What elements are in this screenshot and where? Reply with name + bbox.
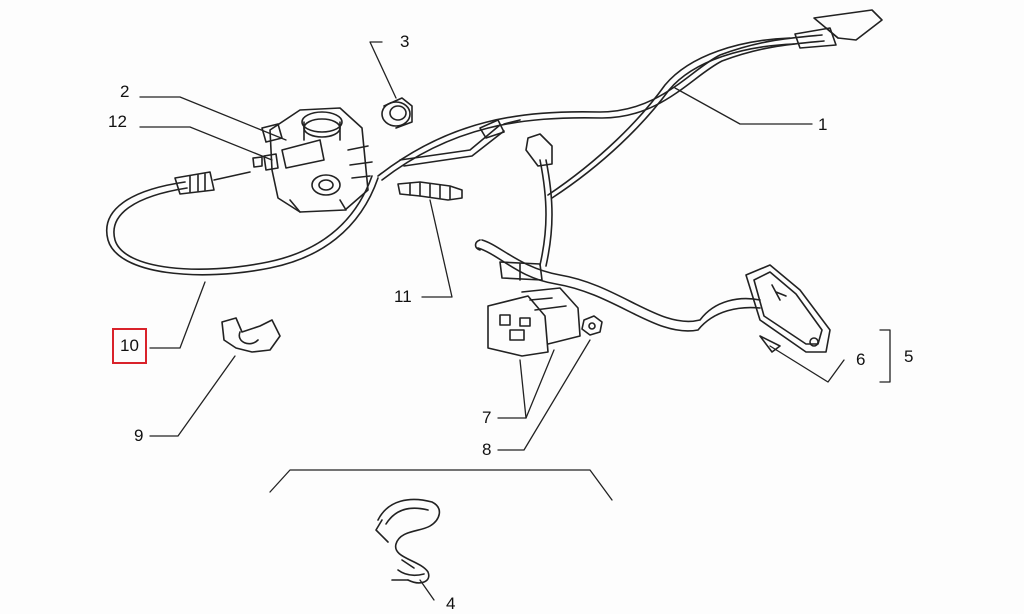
choke-cable	[105, 171, 379, 276]
accelerator-pedal	[474, 133, 831, 353]
callout-9: 9	[134, 426, 144, 445]
callout-11: 11	[394, 287, 412, 306]
grommet	[381, 97, 413, 129]
callout-7: 7	[482, 408, 492, 427]
callout-12: 12	[108, 112, 127, 131]
nut	[252, 153, 279, 171]
leader-lines	[139, 41, 891, 601]
callout-2: 2	[120, 82, 130, 101]
callout-1: 1	[818, 115, 828, 134]
accelerator-cable	[377, 9, 883, 199]
callout-8: 8	[482, 440, 492, 459]
pedal-bracket	[487, 287, 581, 357]
callout-4: 4	[446, 594, 456, 613]
callout-6: 6	[856, 350, 866, 369]
cable-boot	[397, 181, 463, 201]
bracket-nut	[581, 315, 603, 336]
callout-10-highlighted: 10	[112, 328, 147, 364]
cable-holder	[375, 498, 441, 584]
callout-5: 5	[904, 347, 914, 366]
carburetor	[261, 107, 373, 213]
cable-clip	[221, 317, 281, 353]
callout-3: 3	[400, 32, 410, 51]
